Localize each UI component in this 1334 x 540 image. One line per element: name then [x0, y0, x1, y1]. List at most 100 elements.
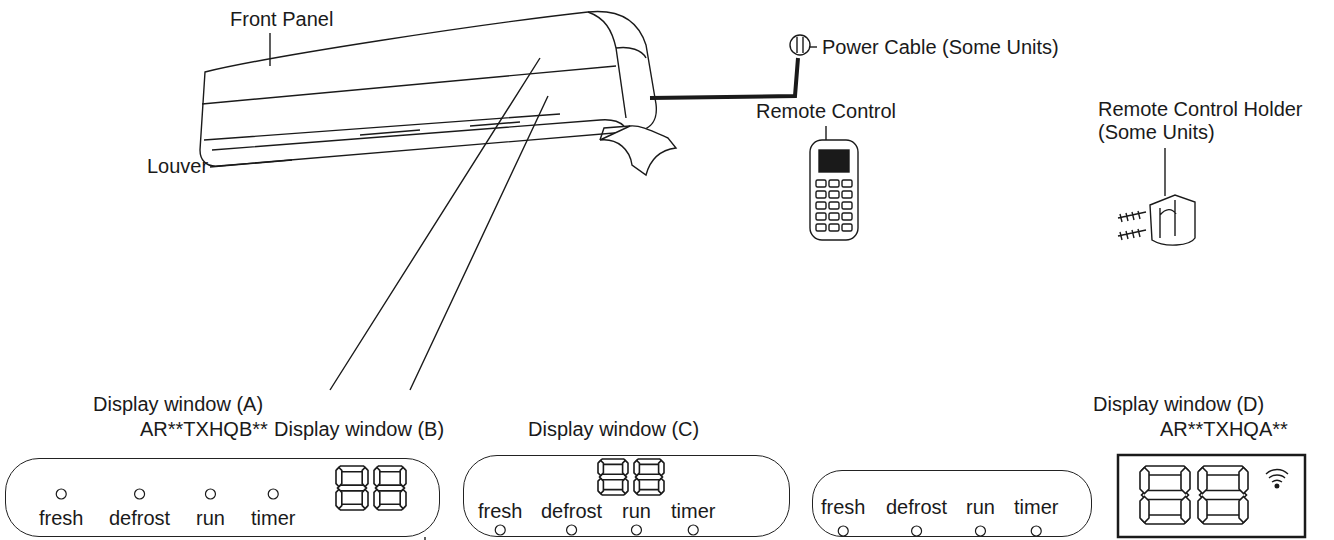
segment: [376, 485, 405, 491]
part-label: Remote Control Holder (Some Units): [1098, 98, 1323, 144]
remote-control: [810, 140, 858, 240]
segment: [623, 479, 628, 494]
segment: [636, 474, 663, 479]
plug-pins: [797, 37, 803, 53]
segment: [659, 479, 664, 494]
segment: [400, 468, 406, 487]
wifi-icon: [1266, 470, 1288, 483]
leader-line: [810, 46, 817, 47]
remote-button: [816, 191, 826, 198]
segment: [362, 468, 368, 487]
segment: [1198, 497, 1207, 523]
remote-button: [829, 180, 839, 187]
segment: [634, 461, 639, 476]
segment: [1181, 468, 1190, 494]
indicator-lamp: [567, 525, 577, 535]
display-window: fresh defrost run timer: [5, 458, 440, 537]
indicator-lamp: [688, 525, 698, 535]
screw: [1118, 229, 1146, 240]
part-label: Display window (C): [528, 418, 699, 441]
indicator-lamp: [838, 526, 848, 536]
indicator-lamp: [135, 489, 145, 499]
remote-holder: [1150, 195, 1195, 245]
drain-hose: [600, 126, 676, 175]
power-cable: [650, 58, 798, 98]
indicator-lamp: [495, 525, 505, 535]
indicator-label: defrost: [541, 500, 602, 522]
remote-button: [829, 202, 839, 209]
segment: [598, 479, 603, 494]
remote-button: [842, 191, 852, 198]
remote-buttons: [816, 180, 852, 231]
segment: [1142, 491, 1189, 500]
indicator-label: timer: [251, 507, 295, 529]
part-label: Louver: [147, 155, 208, 178]
indicator-label: timer: [1014, 496, 1058, 518]
segment: [336, 490, 342, 509]
segment: [1140, 497, 1149, 523]
wifi-dot: [1275, 484, 1279, 488]
remote-button: [816, 202, 826, 209]
remote-button: [816, 224, 826, 231]
segment: [1181, 497, 1190, 523]
remote-button: [842, 213, 852, 220]
indicator-lamp: [56, 489, 66, 499]
remote-button: [829, 224, 839, 231]
part-label: AR**TXHQB**: [140, 418, 268, 441]
plug: [790, 35, 810, 55]
indicator-label: defrost: [109, 507, 170, 529]
leader-line: [210, 160, 292, 167]
indicator-label: fresh: [821, 496, 865, 518]
louver-shape: [204, 114, 624, 150]
segment: [623, 461, 628, 476]
indicator-label: run: [622, 500, 651, 522]
display-window-d: [1118, 455, 1305, 537]
segment: [400, 490, 406, 509]
segment: [1239, 497, 1248, 523]
part-label: Remote Control: [756, 100, 896, 123]
end-cap: [588, 12, 646, 118]
remote-button: [816, 213, 826, 220]
indicator-label: defrost: [886, 496, 947, 518]
display-window: freshdefrostruntimer: [812, 470, 1092, 537]
segment: [336, 468, 342, 487]
leader-line: [424, 537, 425, 540]
part-label: Display window (D): [1093, 393, 1264, 416]
remote-button: [842, 180, 852, 187]
segment: [600, 474, 627, 479]
segment: [659, 461, 664, 476]
panel-seam: [202, 66, 616, 104]
remote-button: [842, 202, 852, 209]
indicator-label: run: [196, 507, 225, 529]
remote-button: [829, 213, 839, 220]
part-label: Power Cable (Some Units): [822, 36, 1059, 59]
display-window: fresh defrost run timer: [463, 455, 790, 537]
segment: [1239, 468, 1248, 494]
part-label: Front Panel: [230, 8, 333, 31]
indicator-lamps: [56, 489, 1041, 536]
part-label: AR**TXHQA**: [1160, 418, 1288, 441]
segment: [1200, 491, 1247, 500]
indicator-label: timer: [671, 500, 715, 522]
holder-detail: [1160, 200, 1176, 238]
segment: [598, 461, 603, 476]
segment: [634, 479, 639, 494]
segment: [338, 485, 367, 491]
leader-line: [330, 58, 548, 390]
unit-body: [200, 12, 656, 167]
segment: [1198, 468, 1207, 494]
indicator-lamp: [1031, 526, 1041, 536]
indicator-label: fresh: [478, 500, 522, 522]
indicator-label: fresh: [39, 507, 83, 529]
indicator-lamp: [912, 526, 922, 536]
indicator-lamp: [631, 525, 641, 535]
part-label: Display window (A): [93, 393, 263, 416]
hose-end: [600, 126, 630, 140]
screw: [1118, 211, 1146, 222]
indicator-lamp: [268, 489, 278, 499]
indicator-lamp: [205, 489, 215, 499]
leader-line: [1164, 148, 1165, 196]
remote-button: [816, 180, 826, 187]
remote-button: [829, 191, 839, 198]
part-label: Display window (B): [274, 418, 444, 441]
